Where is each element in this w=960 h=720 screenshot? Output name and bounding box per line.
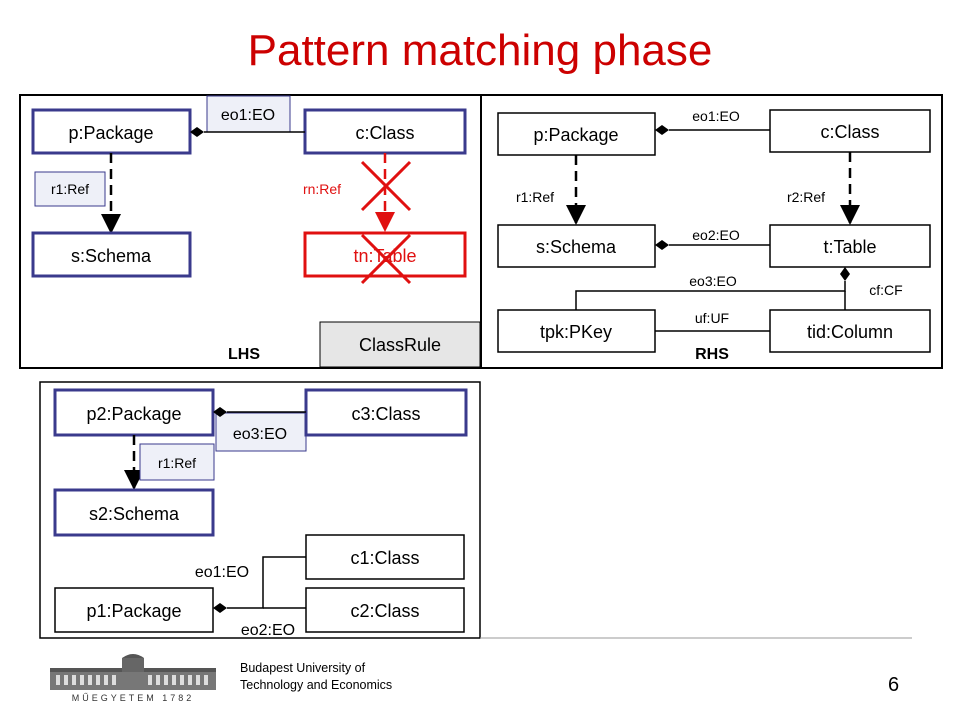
university-name: Budapest University of Technology and Ec… — [240, 660, 392, 694]
university-line-2: Technology and Economics — [240, 678, 393, 692]
rhs-pkey-node — [497, 309, 656, 353]
lhs-eo-label: eo1:EO — [221, 107, 275, 124]
rhs-column-label: tid:Column — [807, 322, 893, 342]
rhs-schema-label: s:Schema — [536, 237, 617, 257]
class-rule-label: ClassRule — [359, 335, 441, 355]
class-rule-tab — [319, 321, 481, 368]
lhs-schema-node — [31, 231, 192, 278]
match-schema2-label: s2:Schema — [89, 504, 180, 524]
match-eo1-edge — [227, 556, 306, 609]
rhs-label: RHS — [695, 346, 729, 363]
match-eo3-label: eo3:EO — [233, 426, 287, 443]
lhs-schema-label: s:Schema — [71, 246, 152, 266]
match-eo3-label-box — [215, 412, 307, 452]
university-line-1: Budapest University of — [240, 661, 366, 675]
lhs-ref-label-box — [34, 171, 106, 207]
rhs-eo3-edge — [575, 281, 846, 310]
match-ref-label-box — [139, 443, 215, 481]
lhs-ref-label: r1:Ref — [51, 181, 89, 197]
rhs-eo2-label: eo2:EO — [692, 227, 740, 243]
lhs-package-node — [31, 108, 192, 155]
match-class2-label: c2:Class — [350, 601, 419, 621]
rhs-class-node — [769, 109, 931, 153]
lhs-table-node — [303, 231, 467, 278]
neg-ref-cross-b — [360, 160, 412, 212]
rhs-column-node — [769, 309, 931, 353]
rhs-class-label: c:Class — [820, 122, 879, 142]
lhs-package-label: p:Package — [68, 123, 153, 143]
match-class3-label: c3:Class — [351, 404, 420, 424]
match-eo3-diamond — [213, 407, 227, 417]
match-package2-label: p2:Package — [86, 404, 181, 424]
page-title: Pattern matching phase — [247, 26, 713, 75]
page-number: 6 — [888, 674, 900, 696]
rhs-r1-label: r1:Ref — [516, 189, 554, 205]
match-eo-diamond — [213, 603, 227, 613]
rhs-eo3-label: eo3:EO — [689, 273, 737, 289]
rhs-table-label: t:Table — [823, 237, 876, 257]
rhs-uf-label: uf:UF — [695, 310, 729, 326]
rhs-eo2-diamond — [655, 240, 669, 250]
lhs-graph: eo1:EO p:Package c:Class r1:Ref s:Schema… — [31, 95, 481, 368]
match-package1-node — [54, 587, 214, 633]
match-eo1-label: eo1:EO — [195, 564, 249, 581]
match-class1-node — [305, 534, 465, 580]
match-ref-label: r1:Ref — [158, 455, 196, 471]
rhs-package-label: p:Package — [533, 125, 618, 145]
match-class1-label: c1:Class — [350, 548, 419, 568]
match-package1-label: p1:Package — [86, 601, 181, 621]
match-graph: eo3:EO p2:Package c3:Class r1:Ref s2:Sch… — [53, 388, 468, 639]
logo-text: MŰEGYETEM 1782 — [72, 693, 195, 703]
rhs-eo1-label: eo1:EO — [692, 108, 740, 124]
lhs-class-label: c:Class — [355, 123, 414, 143]
rhs-eo1-diamond — [655, 125, 669, 135]
match-schema2-node — [53, 488, 215, 537]
rhs-cf-label: cf:CF — [869, 282, 902, 298]
neg-table-cross-b — [360, 233, 412, 285]
university-logo: MŰEGYETEM 1782 — [50, 654, 216, 703]
lhs-neg-ref-label: rn:Ref — [303, 181, 341, 197]
match-class2-node — [305, 587, 465, 633]
rhs-pkey-label: tpk:PKey — [540, 322, 612, 342]
rhs-graph: p:Package c:Class eo1:EO r1:Ref r2:Ref s… — [497, 108, 931, 363]
lhs-label: LHS — [228, 346, 260, 363]
match-eo2-label: eo2:EO — [241, 622, 295, 639]
rhs-r2-label: r2:Ref — [787, 189, 825, 205]
lhs-eo-diamond — [190, 127, 204, 137]
rhs-eo3-diamond — [840, 267, 850, 281]
rhs-table-node — [769, 224, 931, 268]
rhs-schema-node — [497, 224, 656, 268]
rhs-package-node — [497, 112, 656, 156]
